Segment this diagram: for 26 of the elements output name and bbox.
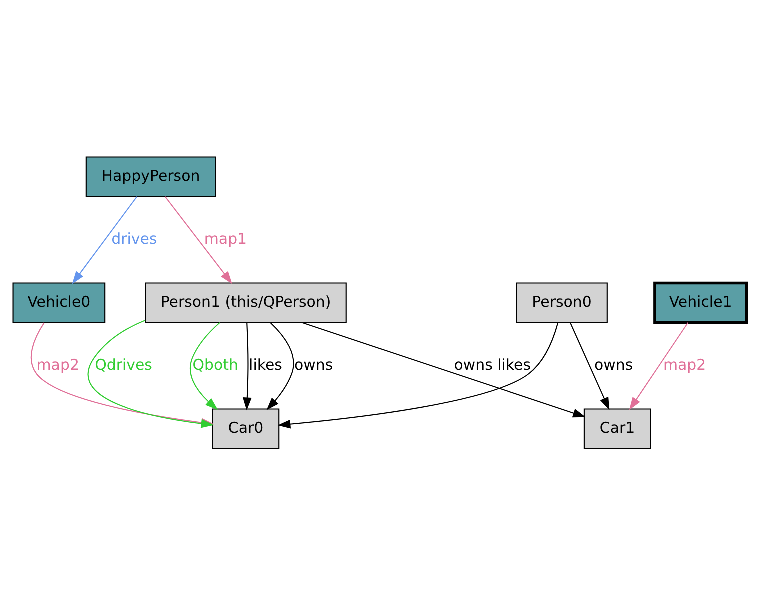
arrow [570,322,610,410]
edge-label: owns [294,355,334,374]
edge-label: map1 [204,229,248,248]
arrow [190,322,220,410]
edge-label: drives [112,229,158,248]
arrow [266,322,294,410]
edge-label: owns likes [454,355,532,374]
node-box: Vehicle1 [654,281,748,324]
arrow [302,322,586,418]
node-box: Car1 [584,408,652,449]
node-box: Person0 [516,282,608,323]
node-box: HappyPerson [86,156,216,197]
edge-label: owns [594,355,634,374]
node-box: Person1 (this/QPerson) [145,282,347,323]
arrow [242,322,252,410]
edge-label: Qdrives [95,355,152,374]
edge-label: Qboth [192,355,238,374]
node-box: Vehicle0 [12,282,106,323]
arrow [165,196,232,284]
edge-label: likes [249,355,282,374]
node-box: Car0 [212,408,280,449]
arrow [72,196,138,284]
edge-label: map2 [663,355,706,374]
arrow [278,322,559,428]
edge-label: map2 [36,355,80,374]
arrow [629,322,689,410]
